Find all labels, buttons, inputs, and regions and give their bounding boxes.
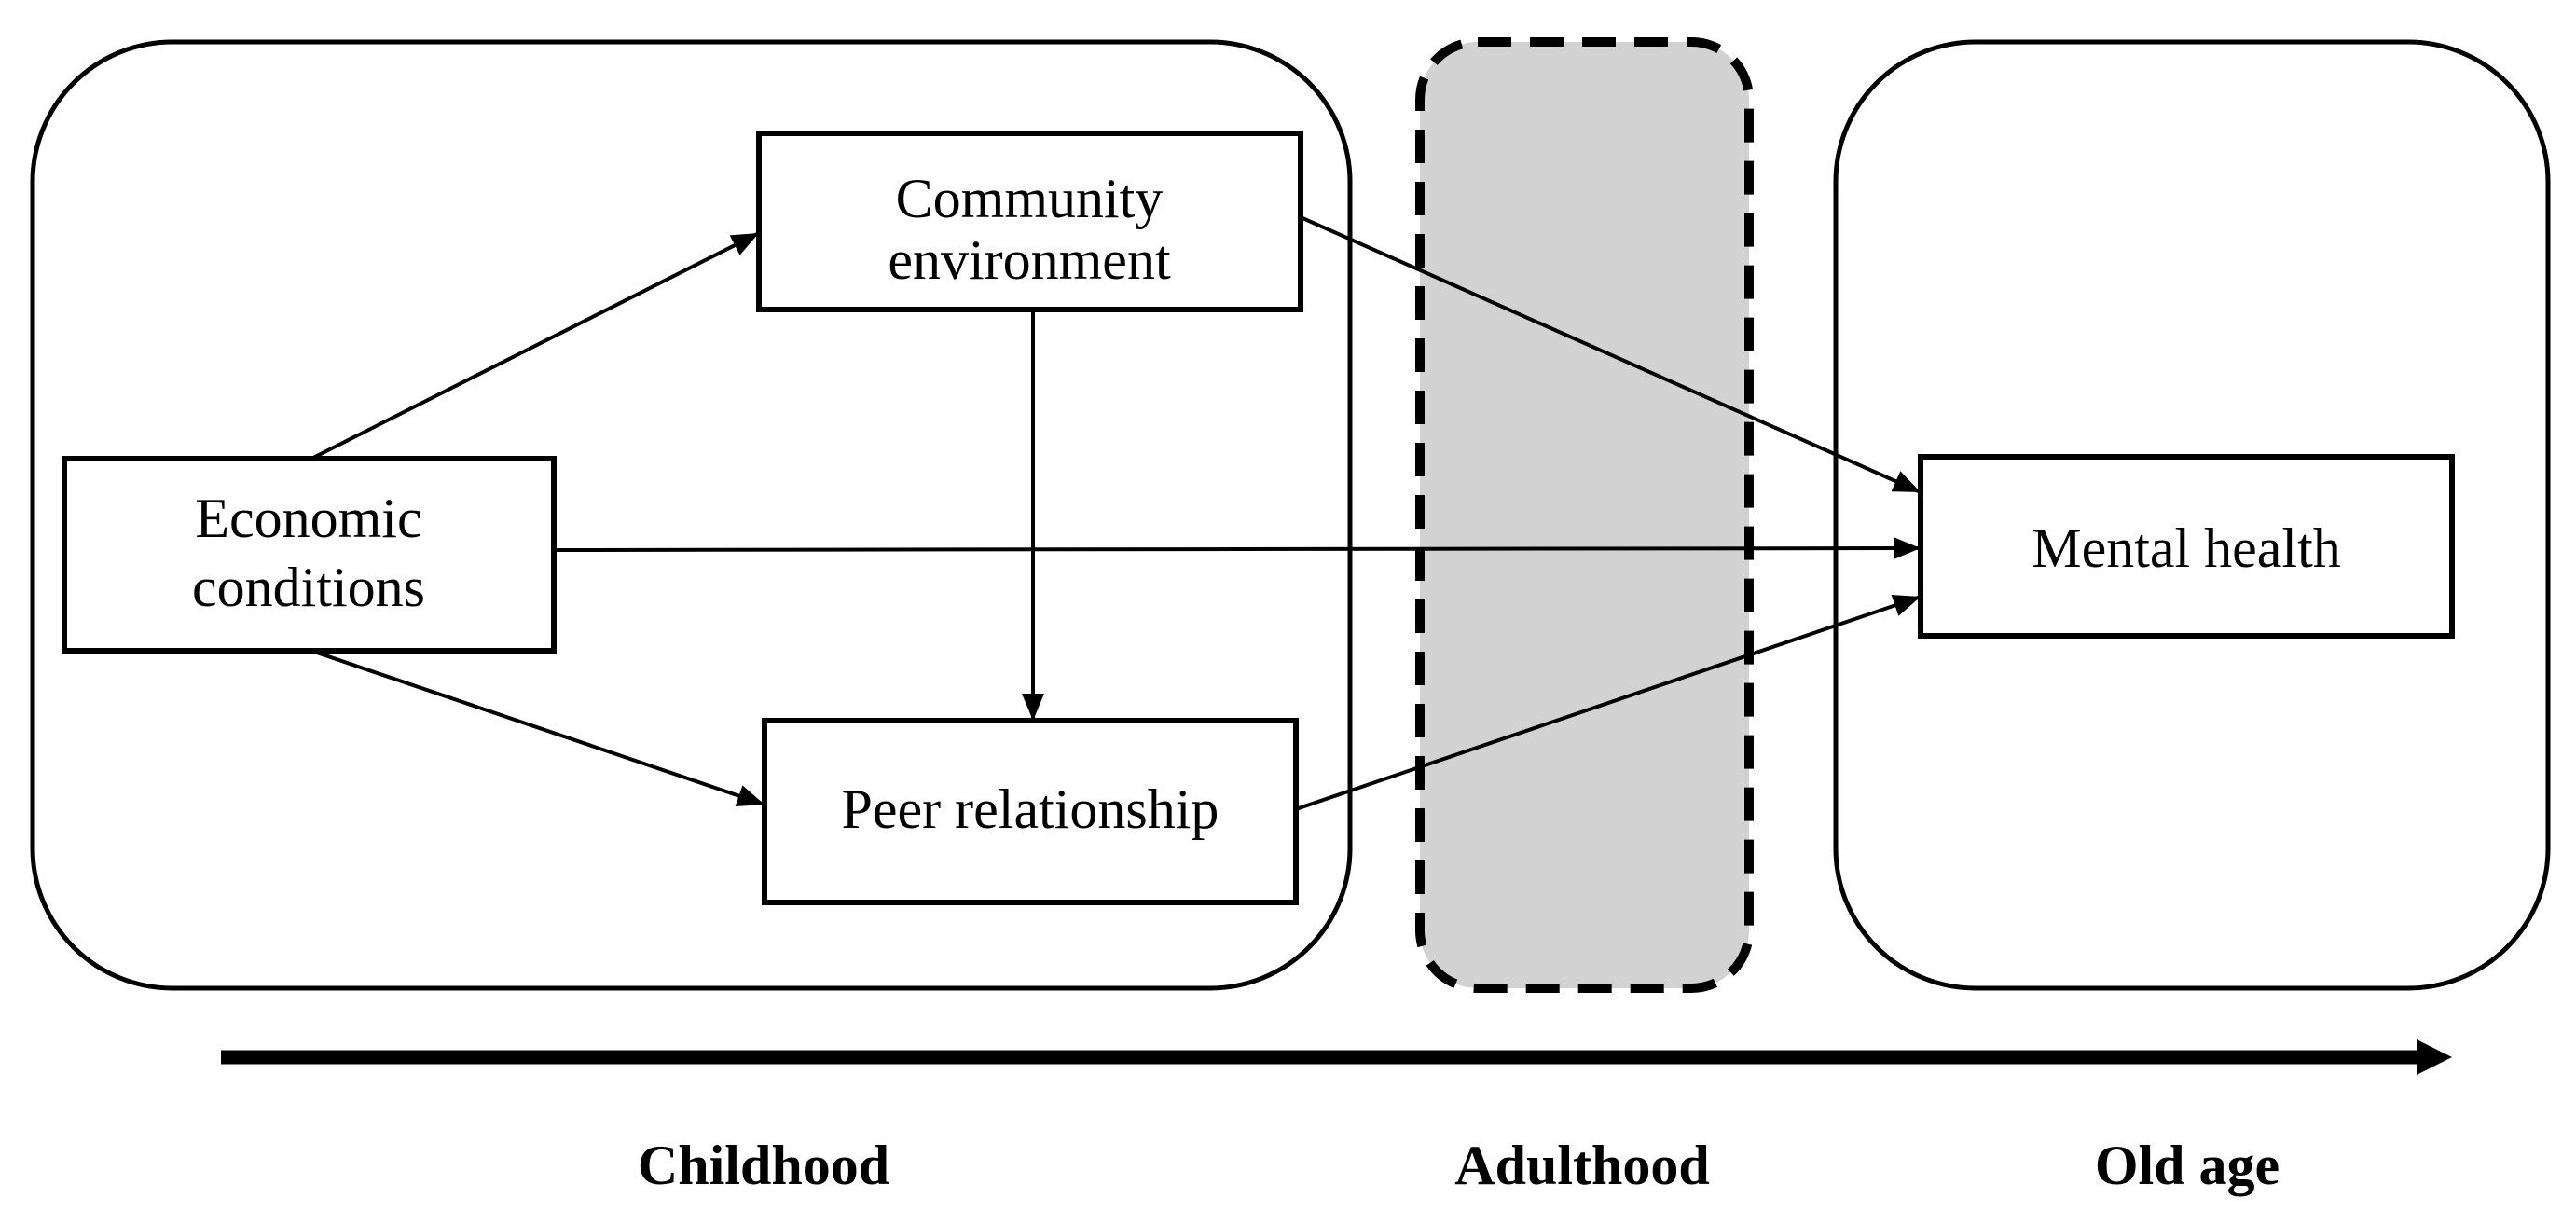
stage-label-childhood: Childhood	[638, 1135, 889, 1196]
stage-label-oldage: Old age	[2095, 1135, 2280, 1196]
node-community-environment: Community environment	[756, 131, 1303, 312]
node-economic-conditions: Economic conditions	[62, 456, 557, 654]
mental-health-box	[1918, 454, 2455, 639]
community-environment-label-line2: environment	[888, 229, 1171, 291]
arrow-economic-to-community	[310, 231, 760, 461]
economic-conditions-label-line1: Economic	[195, 488, 421, 549]
timeline	[221, 1039, 2452, 1075]
arrow-community-to-mental	[1300, 215, 1922, 494]
mental-health-label: Mental health	[2032, 517, 2341, 579]
node-peer-relationship: Peer relationship	[762, 718, 1299, 905]
causal-arrows	[310, 215, 1922, 811]
node-mental-health: Mental health	[1918, 454, 2455, 639]
peer-relationship-label: Peer relationship	[842, 778, 1219, 840]
timeline-arrowhead-icon	[2417, 1039, 2452, 1075]
community-environment-box	[756, 131, 1303, 312]
stage-label-adulthood: Adulthood	[1454, 1135, 1709, 1196]
adulthood-region-outline	[1415, 37, 1754, 993]
economic-conditions-box	[62, 456, 557, 654]
arrow-economic-to-mental	[553, 537, 1922, 560]
arrow-peer-to-mental	[1295, 594, 1922, 811]
peer-relationship-box	[762, 718, 1299, 905]
community-environment-label-line1: Community	[896, 168, 1164, 229]
economic-conditions-label-line2: conditions	[192, 557, 425, 618]
arrow-economic-to-peer	[310, 649, 765, 807]
